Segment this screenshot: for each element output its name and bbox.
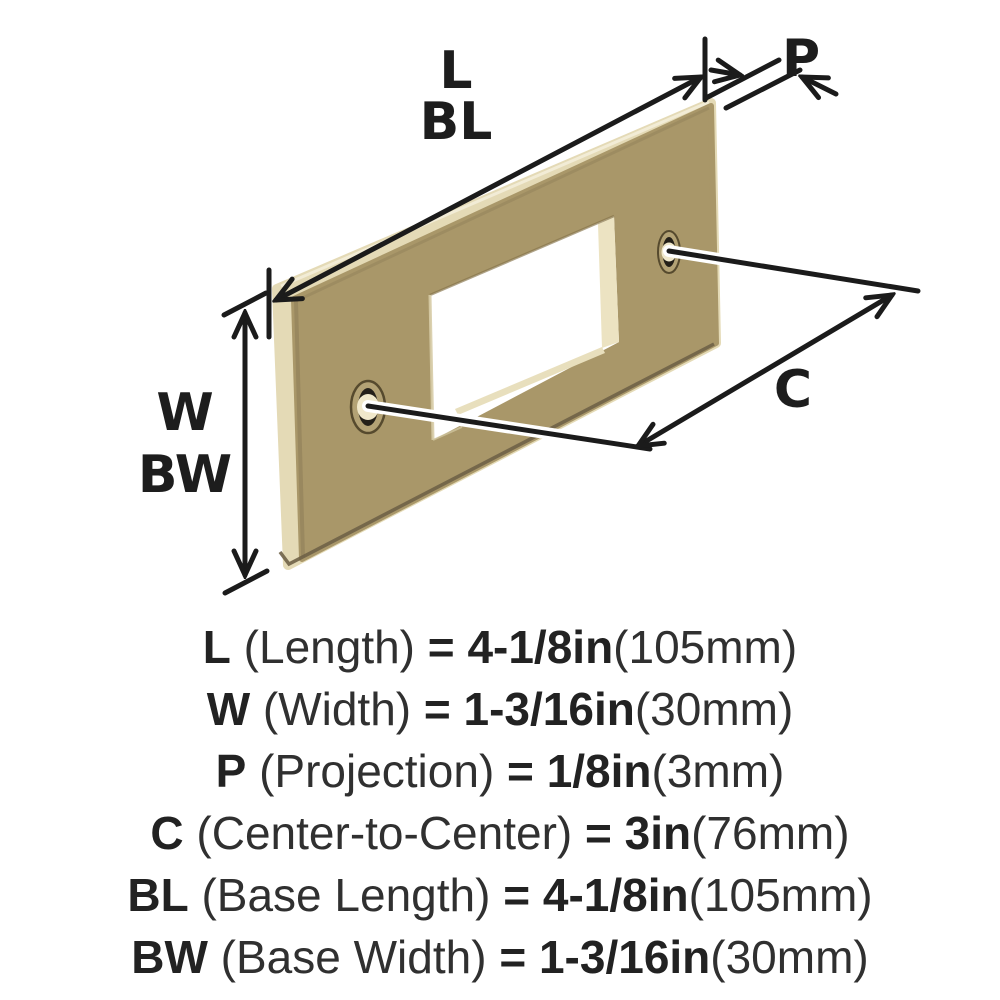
- leader-lines: [362, 245, 924, 455]
- leader-line-left-hole: [365, 403, 653, 452]
- plate-bottom-shadow: [278, 342, 715, 567]
- backplate: [272, 98, 721, 570]
- legend-metric: (3mm): [651, 745, 785, 797]
- legend-name: (Projection): [246, 745, 508, 797]
- legend-name: (Base Length): [188, 869, 504, 921]
- legend-metric: (105mm): [688, 869, 873, 921]
- dim-tick-width-bottom: [222, 568, 270, 596]
- label-length: L: [439, 41, 472, 101]
- legend-abbr: W: [206, 683, 251, 735]
- legend-name: (Base Width): [207, 931, 500, 983]
- legend-row-base-width: BW (Base Width) = 1-3/16in(30mm): [0, 926, 1000, 988]
- legend-value: = 4-1/8in: [503, 869, 689, 921]
- dim-line-length: [276, 77, 701, 300]
- plate-left-inner-shadow: [294, 300, 305, 558]
- legend-metric: (105mm): [613, 621, 798, 673]
- leader-line-right-hole: [666, 248, 921, 294]
- legend-metric: (76mm): [691, 807, 850, 859]
- label-projection: P: [782, 29, 820, 89]
- legend-value: = 1/8in: [507, 745, 652, 797]
- legend-abbr: BL: [127, 869, 189, 921]
- dimension-legend: L (Length) = 4-1/8in(105mm) W (Width) = …: [0, 616, 1000, 988]
- legend-value: = 1-3/16in: [423, 683, 635, 735]
- legend-row-length: L (Length) = 4-1/8in(105mm): [0, 616, 1000, 678]
- legend-value: = 1-3/16in: [499, 931, 711, 983]
- legend-name: (Length): [230, 621, 428, 673]
- legend-name: (Width): [250, 683, 424, 735]
- legend-abbr: L: [202, 621, 231, 673]
- legend-value: = 4-1/8in: [427, 621, 614, 673]
- legend-metric: (30mm): [634, 683, 794, 735]
- legend-name: (Center-to-Center): [183, 807, 585, 859]
- dimension-lines: [221, 36, 892, 596]
- legend-row-base-length: BL (Base Length) = 4-1/8in(105mm): [0, 864, 1000, 926]
- legend-abbr: BW: [131, 931, 208, 983]
- legend-row-projection: P (Projection) = 1/8in(3mm): [0, 740, 1000, 802]
- legend-value: = 3in: [585, 807, 692, 859]
- legend-abbr: C: [150, 807, 184, 859]
- legend-row-width: W (Width) = 1-3/16in(30mm): [0, 678, 1000, 740]
- dim-arrow-projection-left: [708, 70, 740, 75]
- label-base-length: BL: [420, 92, 493, 152]
- label-base-width: BW: [138, 445, 232, 505]
- legend-row-center-to-center: C (Center-to-Center) = 3in(76mm): [0, 802, 1000, 864]
- legend-abbr: P: [215, 745, 247, 797]
- label-width: W: [156, 383, 213, 443]
- dimension-labels: L BL P W BW C: [138, 29, 820, 505]
- label-center-to-center: C: [774, 360, 812, 420]
- dim-tick-width-top: [221, 290, 269, 318]
- dim-ext-projection-back: [723, 67, 803, 111]
- dim-line-center-to-center: [638, 295, 892, 446]
- cutout-bottom-left-edge: [432, 426, 463, 441]
- dim-ext-projection-front: [703, 57, 782, 101]
- legend-metric: (30mm): [710, 931, 869, 983]
- cutout-bottom-wall: [455, 347, 605, 415]
- dim-arrow-projection-right: [802, 77, 839, 94]
